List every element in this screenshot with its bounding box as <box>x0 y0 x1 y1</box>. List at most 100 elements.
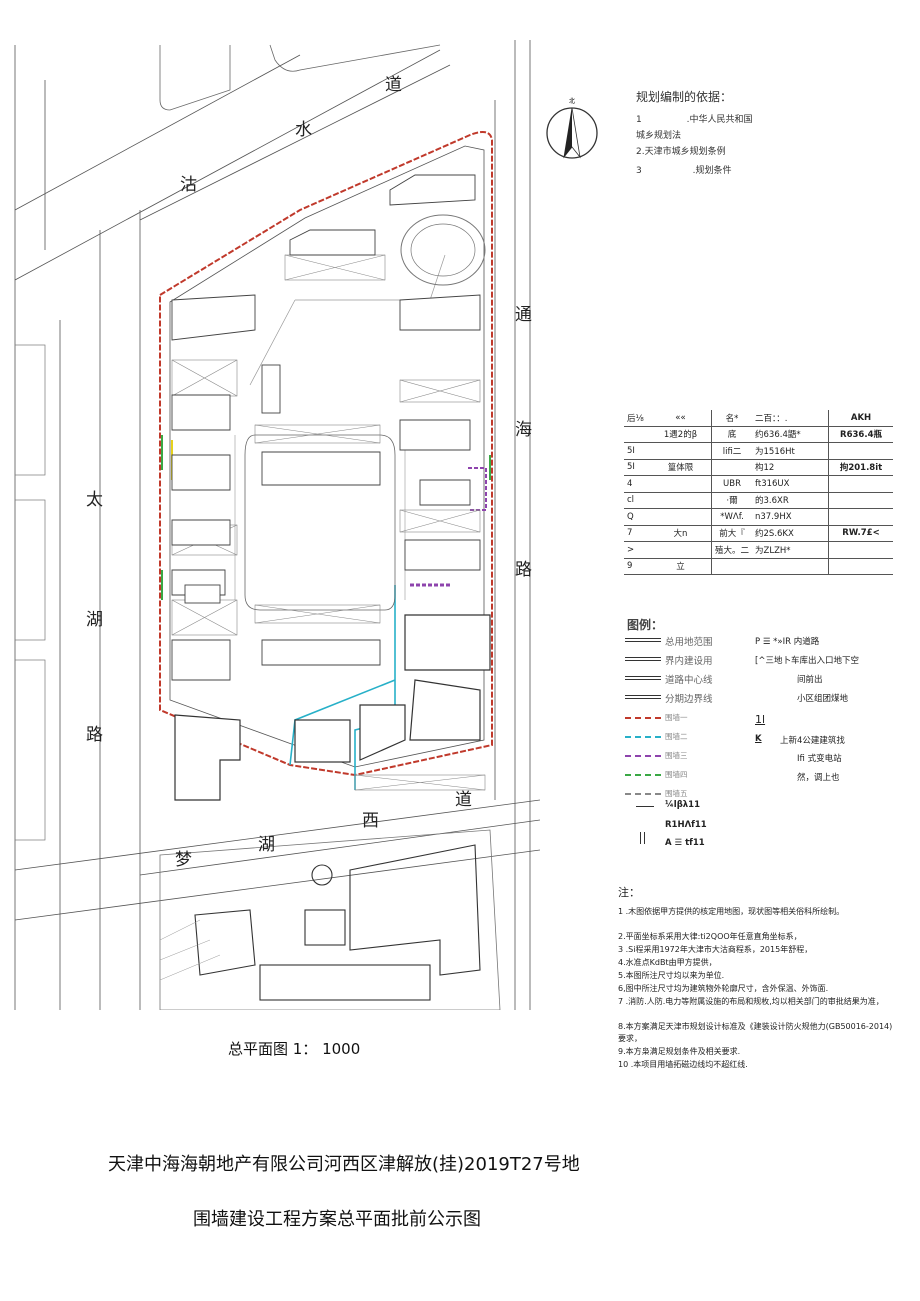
basis-item-1-num: 1 <box>636 115 642 125</box>
legend-line-swatch <box>625 657 661 661</box>
table-cell: 名* <box>711 410 753 427</box>
basis-item-1: 1 .中华人民共和国 <box>636 112 752 125</box>
road-name-guhai-1: 沽 <box>180 175 197 195</box>
table-cell: ·爾 <box>711 492 753 509</box>
note-item: 2.平面坐标系采用大律:ti2QOO年任意直角坐标系， <box>618 932 802 941</box>
table-cell: 前大『 <box>711 525 753 542</box>
road-name-taihu-3: 路 <box>86 725 103 745</box>
table-cell: 殖大。二 <box>711 541 753 559</box>
table-cell: 为1516Ht <box>752 442 830 460</box>
note-item: 7 .消防.人防.电力等附属设施的布局和规枚,均以相关部门的审批结果为准， <box>618 997 884 1006</box>
table-cell: 7 <box>624 525 650 542</box>
table-cell: 为ZLZH* <box>752 541 830 559</box>
legend-line-swatch <box>625 676 661 680</box>
table-cell <box>650 475 712 493</box>
note-item: 9.本方枭满足规划条件及相关要求. <box>618 1047 741 1056</box>
basis-item-2: 2.天津市城乡规划条例 <box>636 147 726 157</box>
table-cell <box>828 508 894 526</box>
legend-right-label: 上新4公建建筑找 <box>780 736 845 746</box>
table-cell: n37.9HX <box>752 508 830 526</box>
basis-item-3: 3 .规划条件 <box>636 163 731 176</box>
table-cell <box>828 442 894 460</box>
table-cell: RW.7£< <box>828 525 894 542</box>
legend-title: 图例： <box>627 618 664 632</box>
table-cell: 的3.6XR <box>752 492 830 509</box>
table-cell <box>650 508 712 526</box>
basis-item-3-num: 3 <box>636 166 642 176</box>
north-arrow-icon: 北 <box>546 97 598 159</box>
legend-line-swatch <box>625 793 661 795</box>
road-name-guhai-3: 道 <box>385 75 402 95</box>
table-cell <box>828 541 894 559</box>
legend-line-swatch <box>625 755 661 757</box>
symbol-label-2: R1HΛf11 <box>665 820 707 830</box>
planning-basis-title: 规划编制的依据： <box>636 90 733 104</box>
note-item: 4.水准点KdBt由甲方提供， <box>618 958 717 967</box>
table-cell: 立 <box>650 558 712 575</box>
table-cell <box>650 541 712 559</box>
basis-item-1-text: .中华人民共和国 <box>686 115 753 125</box>
notes-title: 注： <box>618 886 640 899</box>
main-title-line1: 天津中海海朝地产有限公司河西区津解放(挂)2019T27号地 <box>108 1154 580 1175</box>
table-cell: UBR <box>711 475 753 493</box>
legend-right-label: Ifi 式变电站 <box>797 754 842 764</box>
legend-line-swatch <box>625 717 661 719</box>
table-cell: 大n <box>650 525 712 542</box>
note-item: 3 .Si程采用1972年大津市大沽商程系，2015年舒程， <box>618 945 813 954</box>
site-plan-drawing: 沽 水 道 通 海 路 太 湖 路 梦 湖 西 道 <box>14 40 540 1010</box>
road-name-menghu-4: 道 <box>455 790 472 810</box>
legend-label: 围墙四 <box>665 770 688 779</box>
table-row: cl·爾的3.6XR <box>624 492 894 509</box>
legend-line-swatch <box>625 695 661 699</box>
table-cell <box>828 475 894 493</box>
table-cell: 1遇2的β <box>650 426 712 443</box>
road-name-tonghai-1: 通 <box>515 305 532 325</box>
note-item: 10 .本项目用墙拓磁边线均不超红线. <box>618 1060 748 1069</box>
table-cell <box>650 492 712 509</box>
legend-right-label: 然，调上也 <box>797 773 840 783</box>
main-title-line2: 围墙建设工程方案总平面批前公示图 <box>193 1209 481 1230</box>
table-cell: 二百：：. <box>752 410 830 427</box>
basis-item-3-text: .规划条件 <box>692 166 732 176</box>
legend-line-swatch <box>625 774 661 776</box>
table-row: 后⅛««名*二百：：.AKH <box>624 410 894 427</box>
legend-right-label: 间前出 <box>797 675 823 685</box>
road-name-menghu-3: 西 <box>362 811 379 831</box>
road-name-tonghai-3: 路 <box>515 560 532 580</box>
legend-right-label: 1l <box>755 713 766 726</box>
table-cell <box>711 558 753 575</box>
legend-line-swatch <box>625 736 661 738</box>
table-row: Q*WΛf.n37.9HX <box>624 508 894 526</box>
note-item: 5.本图所注尺寸均以来为单位. <box>618 971 725 980</box>
table-cell <box>624 426 650 443</box>
road-name-taihu-2: 湖 <box>86 610 103 630</box>
table-cell: R636.4瓶 <box>828 426 894 443</box>
legend-label: 围墙一 <box>665 713 688 722</box>
table-cell: 约636.4鼯* <box>752 426 830 443</box>
legend-label: 围墙五 <box>665 789 688 798</box>
table-cell: 后⅛ <box>624 410 650 427</box>
legend-right-label: [^三地卜车库出入口地下空 <box>755 656 859 666</box>
table-cell: 构12 <box>752 459 830 476</box>
road-name-menghu-1: 梦 <box>175 850 192 870</box>
table-cell: 底 <box>711 426 753 443</box>
note-item: 6,图中所注尺寸均为建筑物外轮廓尺寸，含外保温、外饰面. <box>618 984 829 993</box>
road-name-guhai-2: 水 <box>295 120 312 140</box>
legend-line-swatch <box>625 638 661 642</box>
table-cell: 9 <box>624 558 650 575</box>
legend-label: 围墙二 <box>665 732 688 741</box>
table-cell <box>828 558 894 575</box>
legend-label: 围墙三 <box>665 751 688 760</box>
legend-right-label: 小区组团煤地 <box>797 694 849 704</box>
symbol-label-1: ¼lβλ11 <box>665 800 701 810</box>
table-cell: 5I <box>624 459 650 476</box>
table-cell: 5I <box>624 442 650 460</box>
road-name-taihu-1: 太 <box>86 490 103 510</box>
table-cell <box>711 459 753 476</box>
